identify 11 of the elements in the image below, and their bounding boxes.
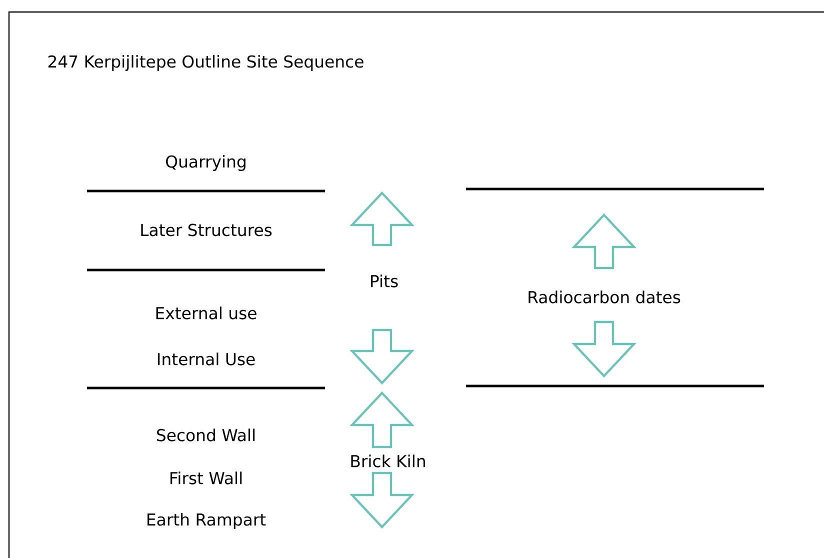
label: Internal Use: [158, 352, 255, 366]
label: Quarrying: [166, 155, 246, 171]
label: Second Wall: [157, 428, 255, 442]
label: Later Structures: [141, 224, 272, 236]
label: Pits: [371, 274, 398, 288]
label: First Wall: [170, 472, 242, 484]
label: Earth Rampart: [148, 513, 266, 529]
label: External use: [156, 306, 256, 320]
title: 247 Kerpijlitepe Outline Site Sequence: [48, 55, 364, 71]
label: Brick Kiln: [351, 454, 425, 468]
label: Radiocarbon dates: [528, 290, 680, 304]
